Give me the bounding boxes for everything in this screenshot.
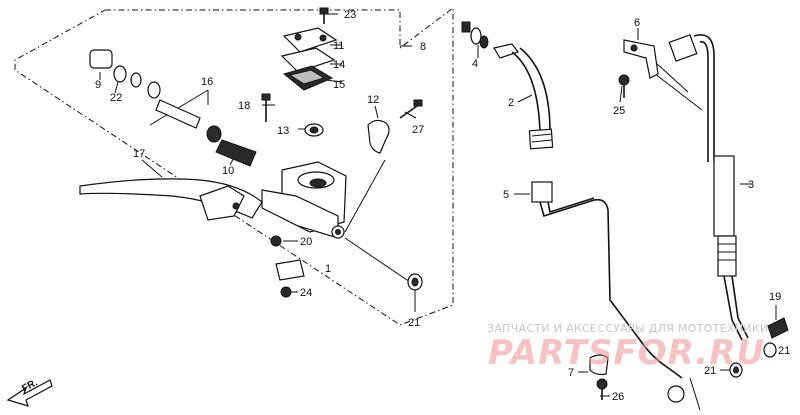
callout-24: 24 [300,287,312,299]
callout-21-lower: 21 [704,365,716,377]
bracket-6 [623,39,659,79]
callout-18: 18 [238,100,250,112]
callout-numbers: 23 11 14 15 8 12 13 27 16 18 17 10 9 22 … [95,9,790,403]
watermark: ЗАПЧАСТИ И АКСЕССУАРЫ ДЛЯ МОТОТЕХНИКИ PA… [487,322,769,373]
diaphragm-15 [282,65,334,91]
callout-2: 2 [508,97,514,109]
master-cylinder-body-1 [261,161,347,239]
bolt-4 [461,21,489,49]
callout-17: 17 [133,148,145,160]
callout-14: 14 [333,59,345,71]
callout-12: 12 [367,94,379,106]
callout-5: 5 [503,189,509,201]
callout-13: 13 [277,125,289,137]
reservoir-cap-23-screw [319,7,329,24]
callout-19: 19 [769,291,781,303]
callout-22: 22 [110,92,122,104]
callout-7: 7 [568,367,574,379]
callout-6: 6 [634,17,640,29]
screw-27 [399,99,423,119]
screw-24 [280,286,292,298]
callout-26: 26 [612,391,624,403]
holder-12 [367,119,390,154]
brake-hose-2 [493,43,554,150]
clamp-7 [589,354,609,376]
bolt-26 [596,378,608,400]
callout-23: 23 [344,9,356,21]
callout-15: 15 [333,79,345,91]
callout-25: 25 [613,105,625,117]
watermark-brand: PARTSFOR.RU [488,333,765,373]
callout-11: 11 [333,40,344,52]
reservoir-cap-11 [282,27,338,53]
front-direction-arrow: FR. [6,377,53,407]
callout-16: 16 [201,76,213,88]
bolt-25 [618,74,630,98]
washer-21-left [407,273,423,291]
lever-17 [79,178,263,221]
callout-10: 10 [222,165,234,177]
screw-20 [270,235,282,247]
watermark-caption: ЗАПЧАСТИ И АКСЕССУАРЫ ДЛЯ МОТОТЕХНИКИ [487,322,769,335]
grommet-13 [304,123,324,137]
switch-bracket [275,259,305,281]
brake-hose-3 [668,34,749,341]
callout-3: 3 [748,179,754,191]
callout-4: 4 [472,58,478,70]
callout-27: 27 [412,124,424,136]
washer-21-right [729,342,777,378]
callout-8: 8 [420,41,426,53]
bolt-18 [261,93,271,122]
callout-1: 1 [325,263,331,275]
callout-21-right: 21 [778,345,790,357]
plate-14 [280,47,336,73]
callout-21-left: 21 [408,317,420,329]
piston-kit-16 [89,49,257,167]
brake-pipe-5 [531,181,685,403]
callout-9: 9 [95,79,101,91]
callout-20: 20 [300,236,312,248]
bolt-19 [767,317,789,339]
